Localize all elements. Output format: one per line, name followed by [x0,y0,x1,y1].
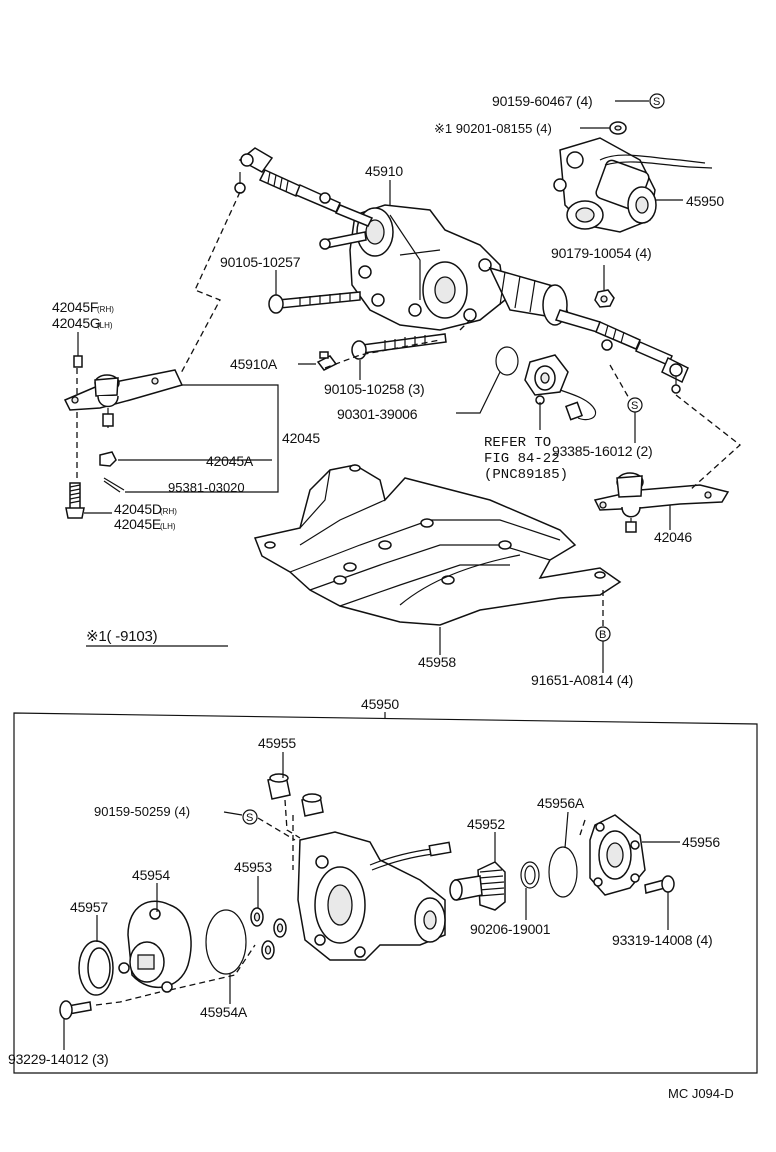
svg-text:B: B [599,629,606,641]
label-45956: 45956 [682,834,720,850]
svg-text:S: S [631,400,638,412]
stud-left [319,231,367,250]
label-91651-A0814: 91651-A0814 (4) [531,672,633,688]
label-45958: 45958 [418,654,456,670]
label-rh-2: (RH) [160,507,177,516]
bolt-93319 [644,875,675,894]
part-labels: 90159-60467 (4) ※1 90201-08155 (4) 45910… [8,93,734,1101]
bolt-42045D [65,482,85,519]
circle-s-93385: S [627,397,643,413]
label-93385-16012: 93385-16012 (2) [552,443,653,459]
label-42045D: 42045D [114,501,162,517]
bolt-93229 [59,1000,92,1020]
label-90159-60467: 90159-60467 (4) [492,93,593,109]
actuator-body-box [297,831,452,961]
label-90159-50259: 90159-50259 (4) [94,804,190,819]
label-45956A: 45956A [537,795,585,811]
label-45955: 45955 [258,735,296,751]
label-93319-14008: 93319-14008 (4) [612,932,713,948]
label-refer-to: REFER TO [484,435,551,451]
label-pnc89185: (PNC89185) [484,467,568,483]
circle-s-symbol: S [649,93,665,109]
o-ring-45954A [205,909,247,975]
label-45950-top: 45950 [686,193,724,209]
tie-rod-right [554,309,689,394]
sensor-pnc89185 [524,354,597,421]
label-90105-10257: 90105-10257 [220,254,301,270]
label-lh-1: (LH) [97,321,113,330]
label-90206-19001: 90206-19001 [470,921,551,937]
cover-45954 [118,900,192,993]
nut-90179 [594,289,615,308]
bolt-90105-10258 [351,333,447,360]
svg-text:S: S [246,812,253,824]
label-95381-03020: 95381-03020 [168,480,245,495]
bolt-90105-10257 [268,291,361,314]
label-90201-08155: ※1 90201-08155 (4) [434,121,552,136]
circle-s-90159-50259: S [242,809,258,825]
dashed-leaders-bottom [95,799,586,1006]
label-90301-39006: 90301-39006 [337,406,418,422]
o-ring-45956A [548,846,578,898]
label-45957: 45957 [70,899,108,915]
label-42045F: 42045F [52,299,98,315]
mount-bracket-42046 [593,472,730,533]
label-90179-10054: 90179-10054 (4) [551,245,652,261]
label-45953: 45953 [234,859,272,875]
label-fig-84-22: FIG 84-22 [484,451,560,467]
svg-text:S: S [653,96,660,108]
tie-rod-left [234,147,374,227]
label-42045A: 42045A [206,453,254,469]
seal-45953 [250,907,287,960]
label-45952: 45952 [467,816,505,832]
label-42045: 42045 [282,430,320,446]
gear-45952 [449,861,506,911]
exploded-box-45950 [13,712,758,1074]
label-45950-box: 45950 [361,696,399,712]
label-42045G: 42045G [52,315,101,331]
ring-45957 [78,940,114,996]
label-45954A: 45954A [200,1004,248,1020]
label-90105-10258: 90105-10258 (3) [324,381,425,397]
label-note-1: ※1( -9103) [86,628,158,645]
cover-45956 [589,814,646,896]
label-45954: 45954 [132,867,170,883]
under-cover-45958 [253,464,622,626]
label-93229-14012: 93229-14012 (3) [8,1051,109,1067]
label-45910: 45910 [365,163,403,179]
dashed-leaders-top [76,191,742,626]
differential-housing [349,204,572,331]
leader-lines-bottom [63,752,680,1050]
leader-lines-top [77,100,683,673]
label-45910A: 45910A [230,356,278,372]
mount-bracket-42045 [63,355,184,428]
label-42046: 42046 [654,529,692,545]
nut-42045A [99,451,117,467]
cotter-pin-95381 [103,477,125,493]
actuator-assembly-top [553,137,713,233]
washer-90201 [609,121,627,135]
o-ring-90301 [495,346,519,376]
label-42045E: 42045E [114,516,161,532]
label-diagram-code: MC J094-D [668,1086,734,1101]
label-rh-1: (RH) [97,305,114,314]
label-lh-2: (LH) [160,522,176,531]
snap-ring-90206 [520,861,540,889]
circle-b-symbol: B [595,626,611,642]
bushing-45955 [267,773,324,817]
